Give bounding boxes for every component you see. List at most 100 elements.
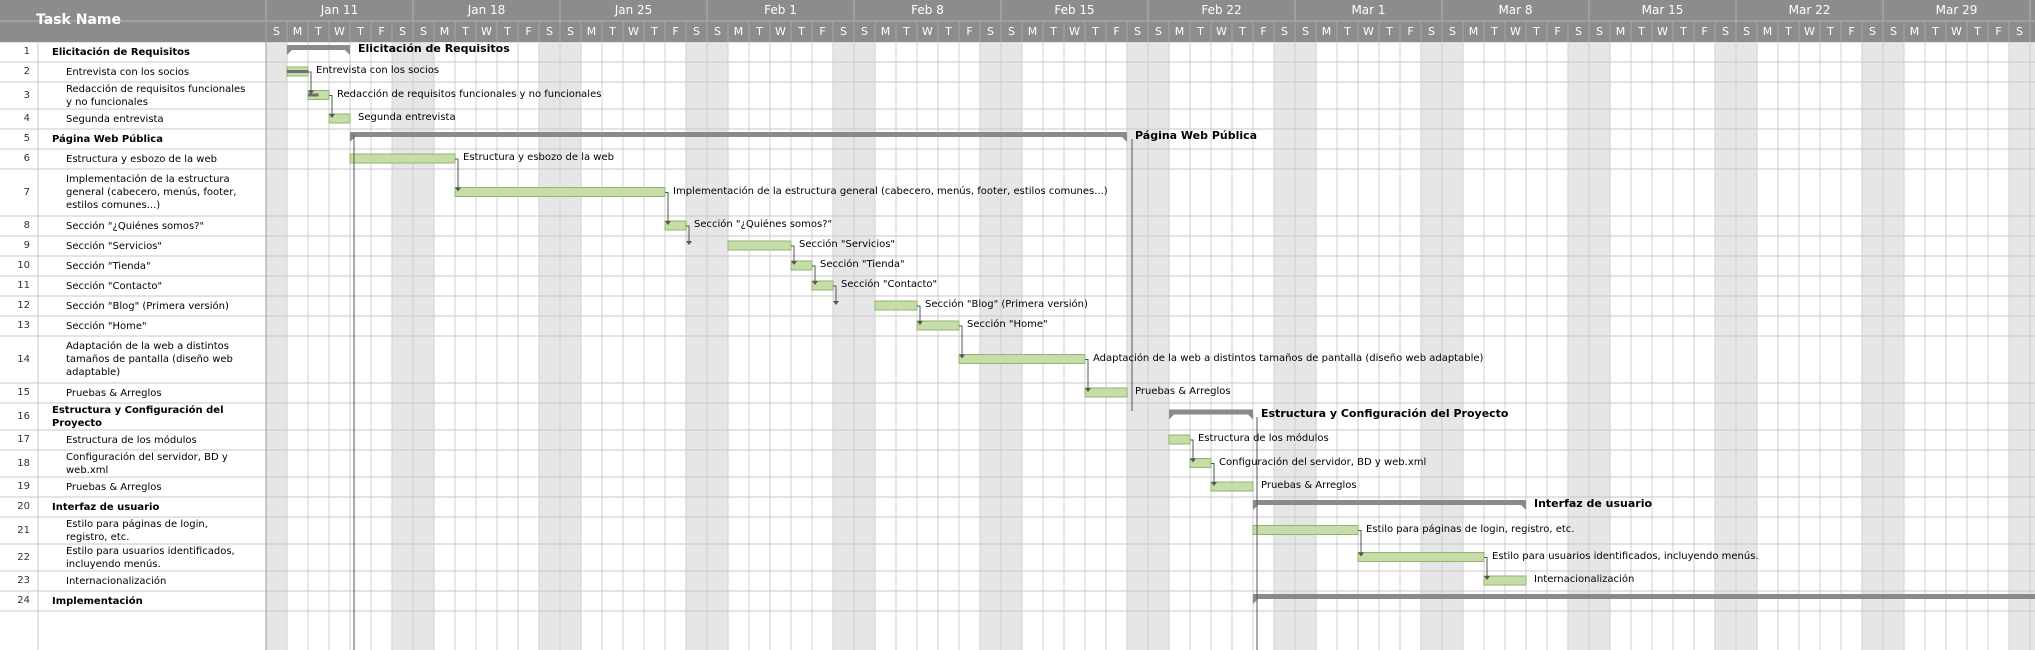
day-label: S bbox=[1890, 25, 1897, 38]
weekend-column bbox=[1589, 42, 1610, 650]
day-label: T bbox=[1344, 25, 1351, 38]
task-name[interactable]: Pruebas & Arreglos bbox=[66, 481, 162, 493]
day-label: T bbox=[1092, 25, 1099, 38]
day-label: S bbox=[567, 25, 574, 38]
dependency-link bbox=[917, 305, 921, 321]
weekend-column bbox=[1295, 42, 1316, 650]
task-bar[interactable] bbox=[328, 113, 351, 124]
task-name[interactable]: Sección "Home" bbox=[66, 320, 147, 332]
summary-task-name[interactable]: Implementación bbox=[52, 595, 143, 607]
task-bar[interactable] bbox=[1357, 552, 1485, 562]
weekend-column bbox=[1001, 42, 1022, 650]
day-label: S bbox=[987, 25, 994, 38]
day-label: W bbox=[334, 25, 345, 38]
task-name[interactable]: Internacionalización bbox=[66, 575, 167, 587]
task-bar-label: Pruebas & Arreglos bbox=[1261, 480, 1357, 491]
week-label: Mar 8 bbox=[1498, 3, 1533, 17]
weekend-column bbox=[2030, 42, 2035, 650]
weekend-column bbox=[1442, 42, 1463, 650]
dependency-link bbox=[1358, 530, 1362, 553]
summary-task-name[interactable]: Estructura y Configuración del Proyecto bbox=[52, 404, 224, 429]
day-label: S bbox=[1008, 25, 1015, 38]
day-label: T bbox=[1239, 25, 1246, 38]
day-label: S bbox=[1281, 25, 1288, 38]
task-bar[interactable] bbox=[916, 320, 960, 331]
day-label: T bbox=[1932, 25, 1939, 38]
day-label: T bbox=[1974, 25, 1981, 38]
task-name[interactable]: Adaptación de la web a distintos tamaños… bbox=[66, 341, 233, 378]
day-label: T bbox=[1491, 25, 1498, 38]
task-bar[interactable] bbox=[1084, 387, 1128, 398]
day-label: S bbox=[1449, 25, 1456, 38]
day-label: S bbox=[273, 25, 280, 38]
task-name[interactable]: Configuración del servidor, BD y web.xml bbox=[66, 451, 228, 476]
task-name[interactable]: Estructura de los módulos bbox=[66, 434, 197, 446]
dependency-link bbox=[686, 225, 690, 241]
row-number: 12 bbox=[17, 300, 30, 311]
weekend-column bbox=[707, 42, 728, 650]
day-label: T bbox=[609, 25, 616, 38]
day-label: W bbox=[1510, 25, 1521, 38]
task-name[interactable]: Sección "Servicios" bbox=[66, 240, 163, 252]
row-number: 20 bbox=[17, 501, 30, 512]
day-label: W bbox=[775, 25, 786, 38]
task-name-column-header[interactable]: Task Name bbox=[36, 12, 121, 28]
day-label: F bbox=[1701, 25, 1708, 38]
task-name[interactable]: Pruebas & Arreglos bbox=[66, 387, 162, 399]
day-label: F bbox=[672, 25, 679, 38]
row-number: 17 bbox=[17, 434, 30, 445]
task-bar[interactable] bbox=[1168, 434, 1191, 445]
task-name[interactable]: Estilo para páginas de login, registro, … bbox=[66, 518, 208, 543]
task-name[interactable]: Estructura y esbozo de la web bbox=[66, 153, 217, 165]
summary-bar[interactable] bbox=[287, 45, 350, 55]
weekend-column bbox=[1274, 42, 1295, 650]
task-name[interactable]: Segunda entrevista bbox=[66, 113, 164, 125]
dependency-link bbox=[812, 265, 816, 281]
row-number: 18 bbox=[17, 457, 30, 469]
task-bar[interactable] bbox=[286, 66, 309, 77]
task-name[interactable]: Redacción de requisitos funcionales y no… bbox=[66, 83, 246, 108]
task-bar[interactable] bbox=[1252, 525, 1359, 535]
day-label: M bbox=[292, 25, 303, 38]
row-number: 22 bbox=[17, 551, 30, 563]
summary-task-name[interactable]: Página Web Pública bbox=[52, 133, 163, 145]
day-label: W bbox=[628, 25, 639, 38]
dependency-link bbox=[1085, 359, 1089, 388]
summary-task-name[interactable]: Interfaz de usuario bbox=[52, 501, 160, 513]
task-bar[interactable] bbox=[1210, 481, 1254, 492]
task-bar[interactable] bbox=[958, 354, 1086, 364]
task-name[interactable]: Sección "¿Quiénes somos?" bbox=[66, 220, 205, 232]
task-name[interactable]: Estilo para usuarios identificados, incl… bbox=[66, 545, 235, 570]
task-name[interactable]: Sección "Tienda" bbox=[66, 260, 151, 272]
task-name[interactable]: Entrevista con los socios bbox=[66, 66, 190, 78]
day-label: S bbox=[1302, 25, 1309, 38]
task-bar[interactable] bbox=[454, 187, 666, 197]
day-label: M bbox=[586, 25, 597, 38]
day-label: F bbox=[525, 25, 532, 38]
dependency-link bbox=[455, 158, 459, 188]
day-label: S bbox=[420, 25, 427, 38]
week-label: Feb 1 bbox=[764, 3, 797, 17]
week-label: Jan 25 bbox=[614, 3, 653, 17]
day-label: S bbox=[1428, 25, 1435, 38]
summary-task-name[interactable]: Elicitación de Requisitos bbox=[52, 46, 190, 58]
task-bar-label: Sección "Contacto" bbox=[841, 279, 938, 290]
task-bar[interactable] bbox=[1483, 575, 1527, 586]
task-bar[interactable] bbox=[874, 300, 918, 311]
day-label: M bbox=[1027, 25, 1038, 38]
summary-bar[interactable] bbox=[1169, 409, 1253, 420]
day-label: S bbox=[714, 25, 721, 38]
task-name[interactable]: Sección "Contacto" bbox=[66, 280, 163, 292]
task-bar-label: Sección "Blog" (Primera versión) bbox=[925, 299, 1088, 310]
day-label: F bbox=[1260, 25, 1267, 38]
day-label: S bbox=[2016, 25, 2023, 38]
day-label: M bbox=[1909, 25, 1920, 38]
task-name[interactable]: Implementación de la estructura general … bbox=[66, 174, 237, 211]
day-label: S bbox=[399, 25, 406, 38]
row-number: 19 bbox=[17, 481, 30, 492]
task-bar[interactable] bbox=[727, 240, 792, 251]
row-number: 13 bbox=[17, 320, 30, 331]
task-bar[interactable] bbox=[349, 153, 456, 164]
task-name[interactable]: Sección "Blog" (Primera versión) bbox=[66, 300, 229, 312]
day-label: T bbox=[1533, 25, 1540, 38]
